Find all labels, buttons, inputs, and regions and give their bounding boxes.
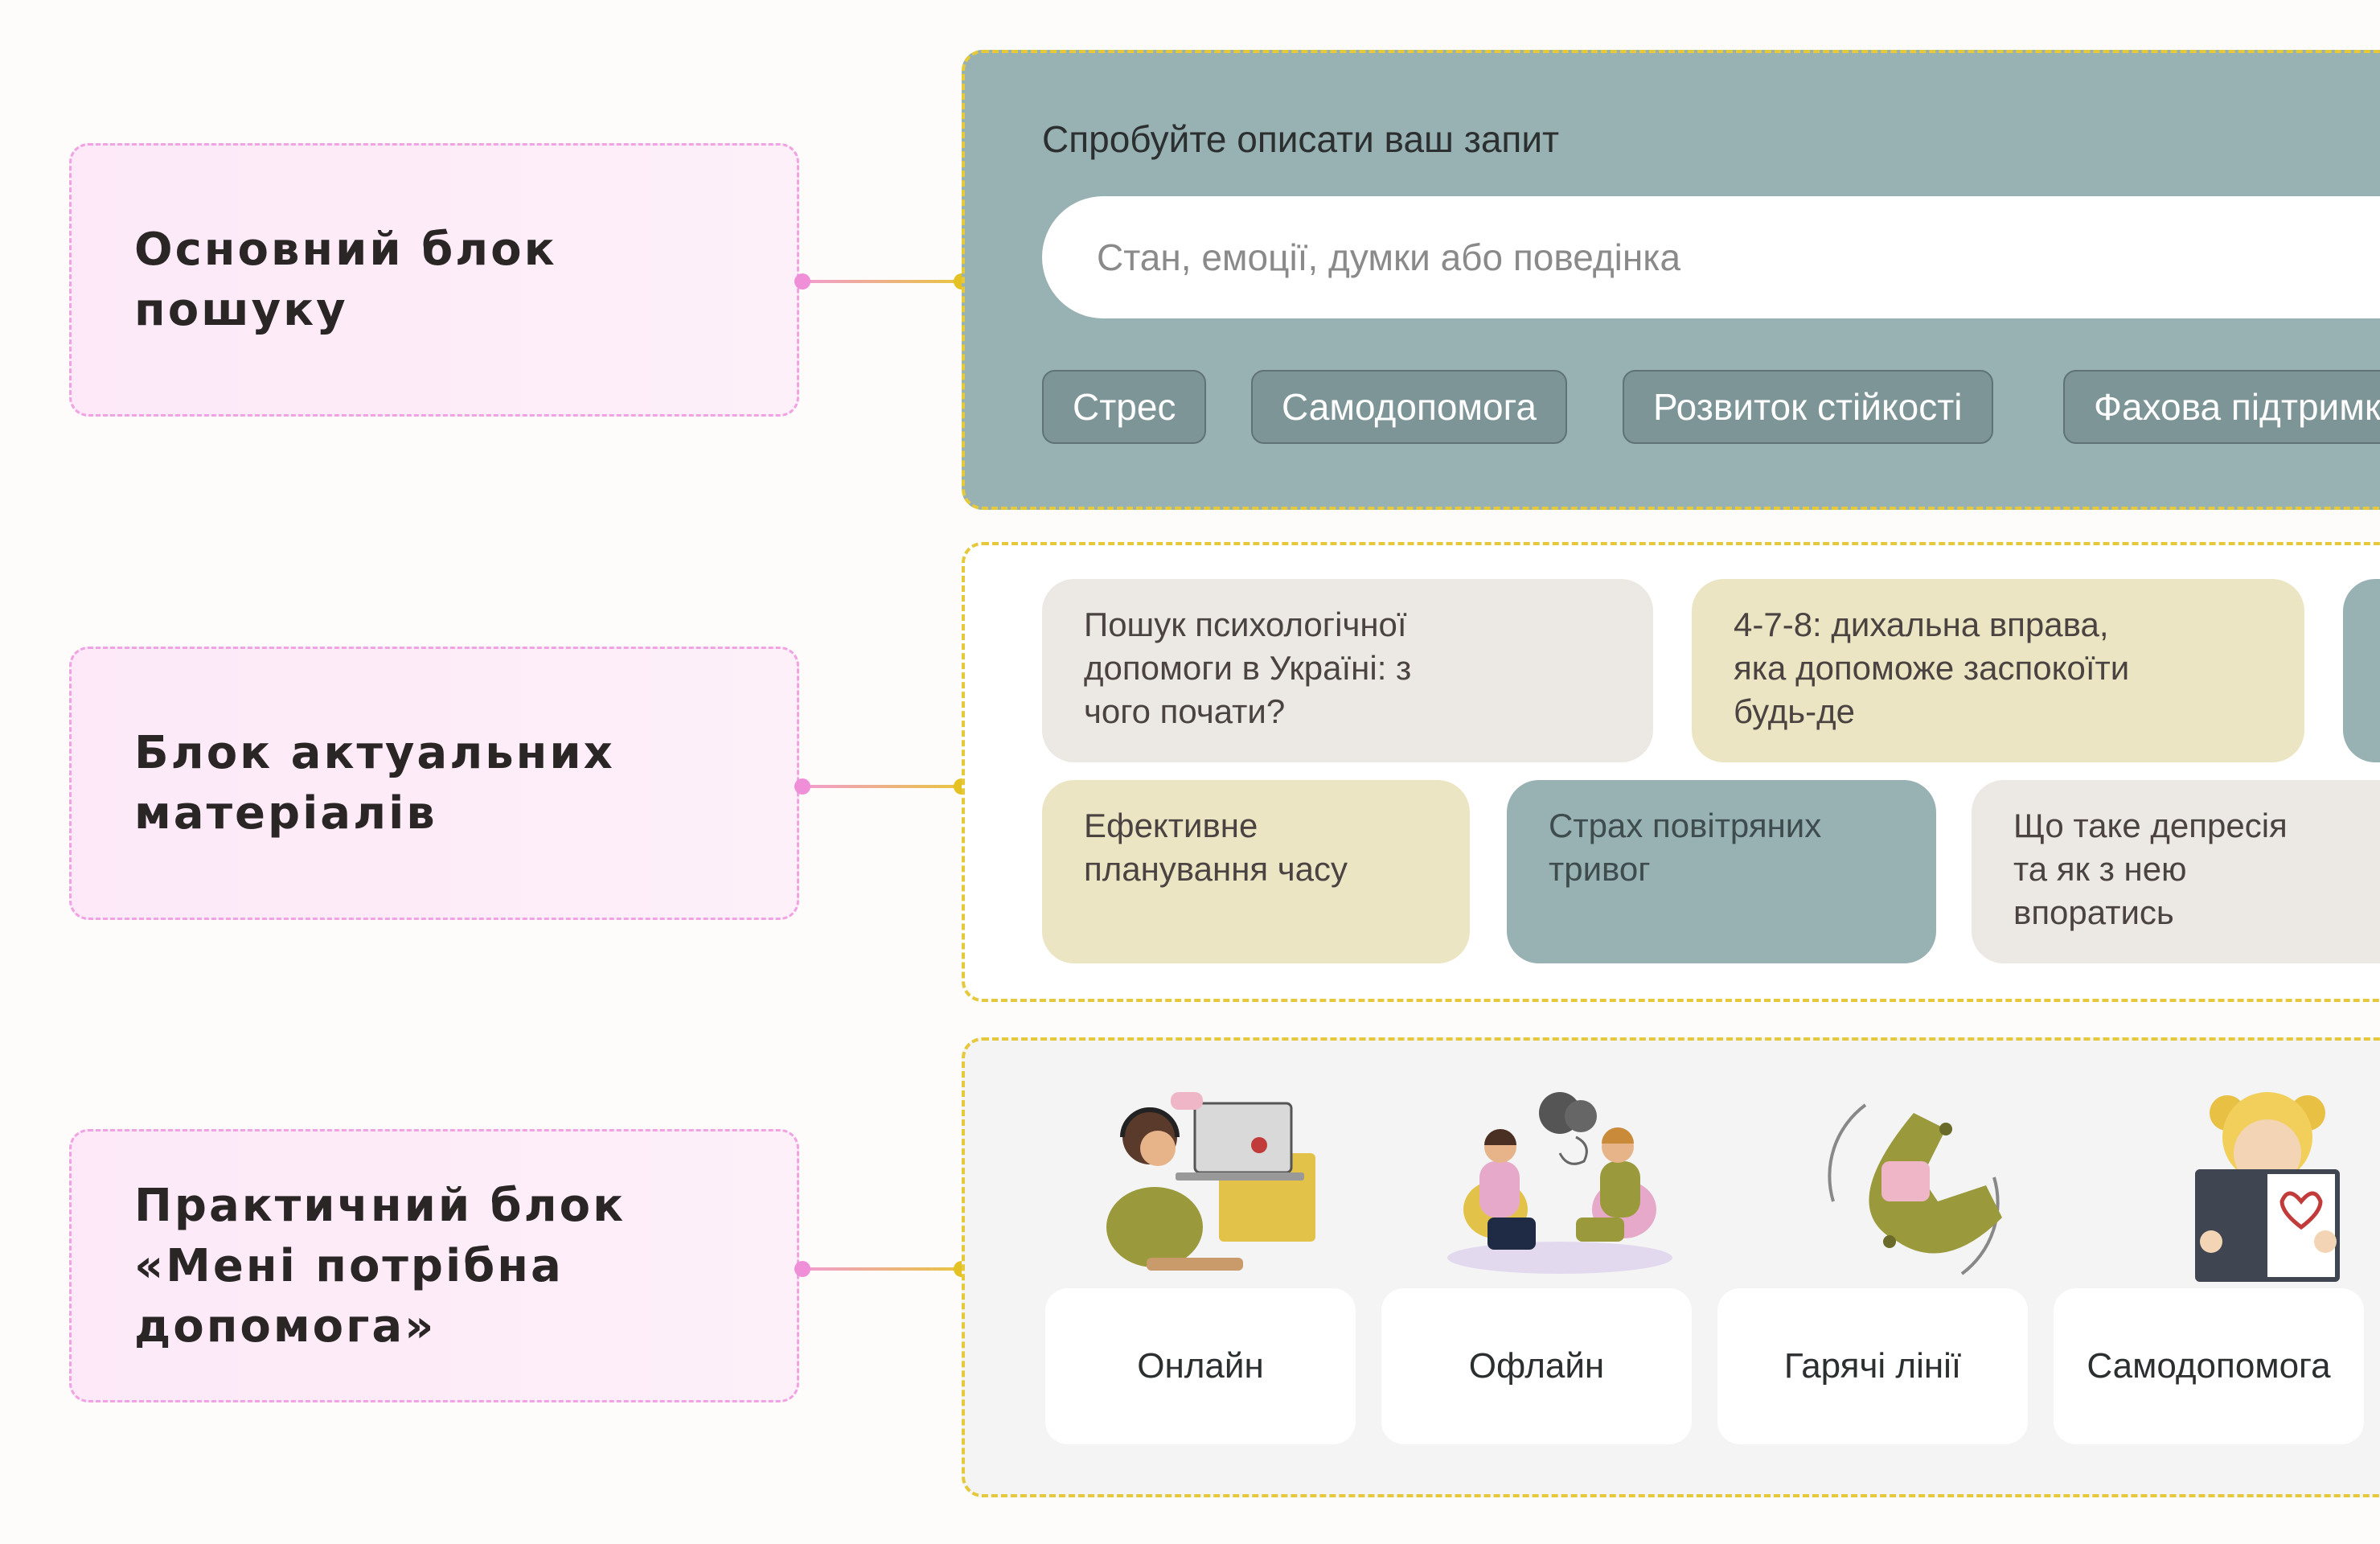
online-call-illustration (1106, 1092, 1315, 1271)
search-title: Спробуйте описати ваш запит (1042, 118, 1560, 160)
connector-dot-start (794, 273, 810, 290)
material-card[interactable]: Що таке депресія та як з нею впоратись (1972, 780, 2380, 963)
search-input[interactable] (1042, 196, 2380, 318)
label-search-block: Основний блок пошуку (69, 143, 799, 417)
label-help-block: Практичний блок «Мені потрібна допомога» (69, 1129, 799, 1402)
connector-help (794, 1267, 965, 1271)
material-card[interactable]: Ефективне планування часу (1042, 780, 1470, 963)
help-option-offline[interactable]: Офлайн (1381, 1288, 1692, 1444)
material-card[interactable]: 4-7-8: дихальна вправа, яка допоможе зас… (1692, 579, 2304, 762)
connector-materials (794, 785, 965, 788)
connector-search (794, 280, 965, 283)
help-panel: Онлайн Офлайн Гарячі лінії Самодопомога (962, 1037, 2380, 1497)
chip-resilience[interactable]: Розвиток стійкості (1623, 370, 1993, 444)
connector-dot-start (794, 778, 810, 795)
label-search-text: Основний блок пошуку (134, 224, 557, 336)
help-option-self-help[interactable]: Самодопомога (2054, 1288, 2364, 1444)
help-option-online[interactable]: Онлайн (1045, 1288, 1356, 1444)
chip-stress[interactable]: Стрес (1042, 370, 1207, 444)
material-card[interactable]: Пошук психологічної допомоги в Україні: … (1042, 579, 1653, 762)
hotline-phone-illustration (1828, 1103, 2002, 1275)
help-option-hotlines[interactable]: Гарячі лінії (1717, 1288, 2028, 1444)
self-help-book-illustration (2195, 1092, 2340, 1282)
materials-panel: Пошук психологічної допомоги в Україні: … (962, 542, 2380, 1002)
chip-professional-support[interactable]: Фахова підтримка (2063, 370, 2380, 444)
label-materials-text: Блок актуальних матеріалів (134, 727, 615, 840)
offline-meeting-illustration (1447, 1092, 1672, 1274)
material-card[interactable]: Страх повітряних тривог (1507, 780, 1936, 963)
chip-self-help[interactable]: Самодопомога (1251, 370, 1567, 444)
label-materials-block: Блок актуальних матеріалів (69, 647, 799, 920)
search-panel: Спробуйте описати ваш запит Стрес Самодо… (962, 50, 2380, 510)
connector-dot-start (794, 1261, 810, 1277)
material-card[interactable] (2343, 579, 2380, 762)
label-help-text: Практичний блок «Мені потрібна допомога» (134, 1179, 626, 1353)
